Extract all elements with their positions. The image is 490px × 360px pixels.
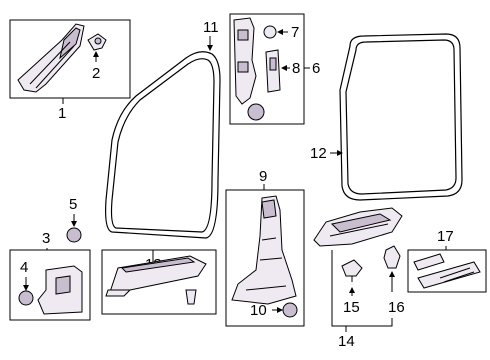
scuff-plate-part	[105, 255, 207, 297]
bracket-part-8	[265, 49, 281, 93]
clip-part-7	[263, 25, 277, 39]
label-15: 15	[343, 299, 360, 316]
box-rear-trim	[407, 249, 487, 293]
label-5: 5	[69, 196, 77, 213]
label-4: 4	[20, 259, 28, 276]
front-door-weatherstrip	[105, 51, 221, 239]
label-8: 8	[292, 60, 300, 77]
label-12: 12	[310, 145, 327, 162]
cowl-side-trim-part	[37, 265, 83, 315]
clip-part-lower	[247, 103, 265, 121]
b-pillar-lower-trim	[231, 195, 297, 305]
label-7: 7	[291, 24, 299, 41]
box-pillar-b-lower	[225, 189, 305, 327]
box-cowl-side	[9, 249, 91, 321]
clip-part-5	[66, 227, 82, 243]
box-pillar-a	[9, 19, 131, 99]
label-9: 9	[259, 168, 267, 185]
clip-part-4	[18, 290, 34, 306]
clip-part-15	[341, 259, 363, 282]
b-pillar-upper-trim	[233, 17, 257, 105]
label-2: 2	[92, 65, 100, 82]
label-1: 1	[58, 105, 66, 122]
rear-trim-pad-part	[413, 253, 481, 289]
label-6: 6	[312, 60, 320, 77]
clip-part-16	[383, 245, 401, 269]
box-pillar-b-upper	[229, 13, 305, 125]
rear-step-trim-part	[313, 207, 403, 247]
label-11: 11	[203, 19, 219, 36]
clip-part-2	[87, 33, 107, 51]
rear-door-weatherstrip	[339, 33, 463, 201]
label-14: 14	[338, 333, 355, 350]
label-16: 16	[388, 299, 405, 316]
clip-part-scuff	[185, 289, 197, 305]
clip-part-10	[282, 302, 298, 318]
box-scuff-plate	[101, 249, 217, 315]
label-17: 17	[437, 228, 454, 245]
label-3: 3	[42, 230, 50, 247]
label-10: 10	[250, 302, 267, 319]
a-pillar-trim-part	[17, 23, 85, 93]
